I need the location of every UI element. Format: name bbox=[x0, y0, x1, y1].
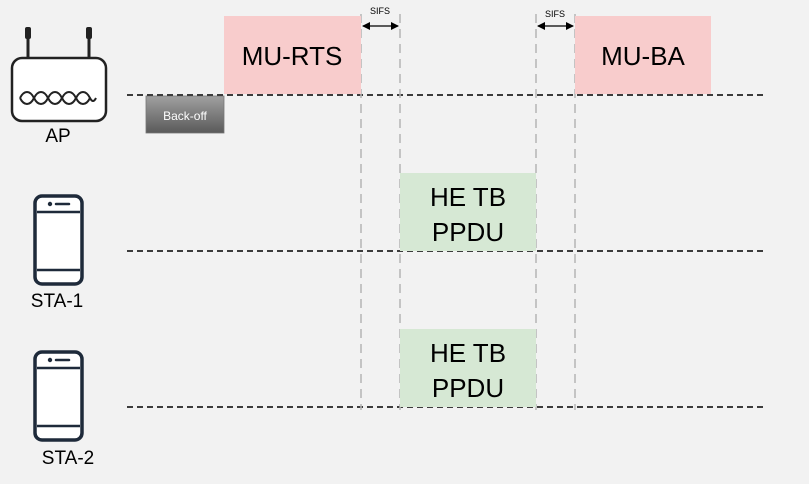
sta2-ppdu-line2: PPDU bbox=[432, 373, 504, 403]
ap-label: AP bbox=[45, 126, 70, 147]
sta1-ppdu-line1: HE TB bbox=[430, 182, 506, 212]
sta1-ppdu-frame bbox=[400, 173, 536, 251]
mu-rts-label: MU-RTS bbox=[242, 41, 343, 71]
smartphone-icon bbox=[33, 350, 84, 442]
mu-ba-label: MU-BA bbox=[601, 41, 685, 71]
router-icon bbox=[10, 27, 108, 123]
sta2-ppdu-frame bbox=[400, 329, 536, 407]
mu-rts-frame bbox=[224, 16, 361, 94]
backoff-block bbox=[145, 95, 225, 134]
sta1-ppdu-line2: PPDU bbox=[432, 217, 504, 247]
mu-ba-frame bbox=[575, 16, 711, 94]
sifs-label-2: SIFS bbox=[545, 9, 565, 19]
sifs-label-1: SIFS bbox=[370, 6, 390, 16]
smartphone-icon bbox=[33, 194, 84, 286]
sta2-ppdu-line1: HE TB bbox=[430, 338, 506, 368]
sta1-label: STA-1 bbox=[31, 291, 83, 312]
backoff-label: Back-off bbox=[163, 109, 207, 123]
sta2-label: STA-2 bbox=[42, 448, 94, 469]
